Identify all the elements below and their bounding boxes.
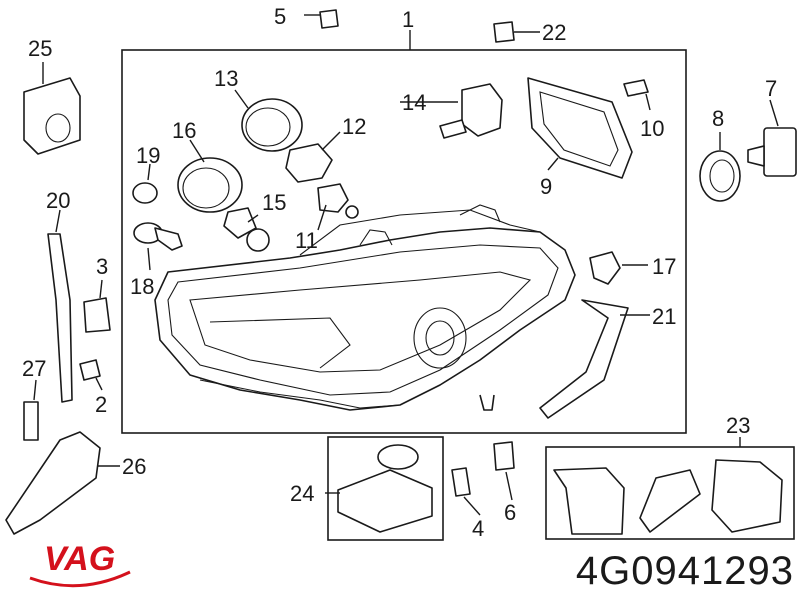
part-16-cover-cap: [177, 157, 243, 213]
callout-27: 27: [22, 356, 46, 381]
callout-10: 10: [640, 116, 664, 141]
callout-leaders: [33, 14, 779, 516]
part-22-plug: [493, 21, 515, 43]
callout-20: 20: [46, 188, 70, 213]
part-13-cover-cap: [241, 98, 303, 152]
part-6-grommet: [493, 441, 515, 471]
callout-23: 23: [726, 413, 750, 438]
callout-11: 11: [295, 228, 318, 253]
callout-8: 8: [712, 106, 724, 131]
callout-6: 6: [504, 500, 516, 525]
callout-7: 7: [765, 76, 777, 101]
callout-25: 25: [28, 36, 52, 61]
part-12-bulb-holder: [285, 143, 333, 183]
part-20-vent-hose: [47, 233, 73, 403]
part-21-seal-strip: [539, 299, 629, 419]
callout-1: 1: [402, 7, 414, 32]
callout-4: 4: [472, 516, 484, 541]
callout-15: 15: [262, 190, 286, 215]
callout-17: 17: [652, 254, 676, 279]
part-17-clip: [589, 251, 621, 285]
part-23-bracket-set: [553, 459, 783, 535]
callout-12: 12: [342, 114, 366, 139]
callout-19: 19: [136, 143, 160, 168]
headlamp-assembly-frame: [121, 49, 687, 434]
part-number: 4G0941293: [575, 549, 794, 593]
vag-logo: VAG: [29, 540, 131, 588]
brand-name: VAG: [44, 540, 115, 578]
part-19-o-ring: [132, 182, 158, 204]
part-10-screw: [623, 79, 649, 97]
part-9-rear-cover: [527, 77, 633, 179]
callout-22: 22: [542, 20, 566, 45]
part-15-bulb: [223, 207, 270, 252]
part-24-led-control-unit: [337, 444, 433, 533]
part-3-clip: [83, 297, 111, 333]
callout-2: 2: [95, 392, 107, 417]
callout-16: 16: [172, 118, 196, 143]
callout-24: 24: [290, 481, 314, 506]
callout-18: 18: [130, 274, 154, 299]
part-27-bolt: [23, 401, 39, 441]
part-26-mounting-bracket: [5, 431, 101, 535]
callout-21: 21: [652, 304, 676, 329]
callout-26: 26: [122, 454, 146, 479]
headlamp-housing: [154, 204, 576, 411]
part-14-adjuster-motor: [439, 83, 503, 139]
callout-14: 14: [402, 90, 426, 115]
callout-3: 3: [96, 254, 108, 279]
part-5-screw: [319, 9, 339, 29]
part-7-xenon-bulb: [747, 127, 797, 177]
part-4-screw: [451, 467, 471, 497]
callout-9: 9: [540, 174, 552, 199]
part-25-ballast-unit: [23, 77, 81, 155]
control-unit-frame: [327, 436, 444, 541]
part-8-retaining-ring: [699, 150, 741, 202]
callout-13: 13: [214, 66, 238, 91]
part-18-bulb-socket: [133, 222, 183, 251]
callout-5: 5: [274, 4, 286, 29]
part-2-bolt: [79, 359, 101, 381]
logo-swoosh-icon: [29, 570, 131, 588]
bracket-set-frame: [545, 446, 795, 540]
